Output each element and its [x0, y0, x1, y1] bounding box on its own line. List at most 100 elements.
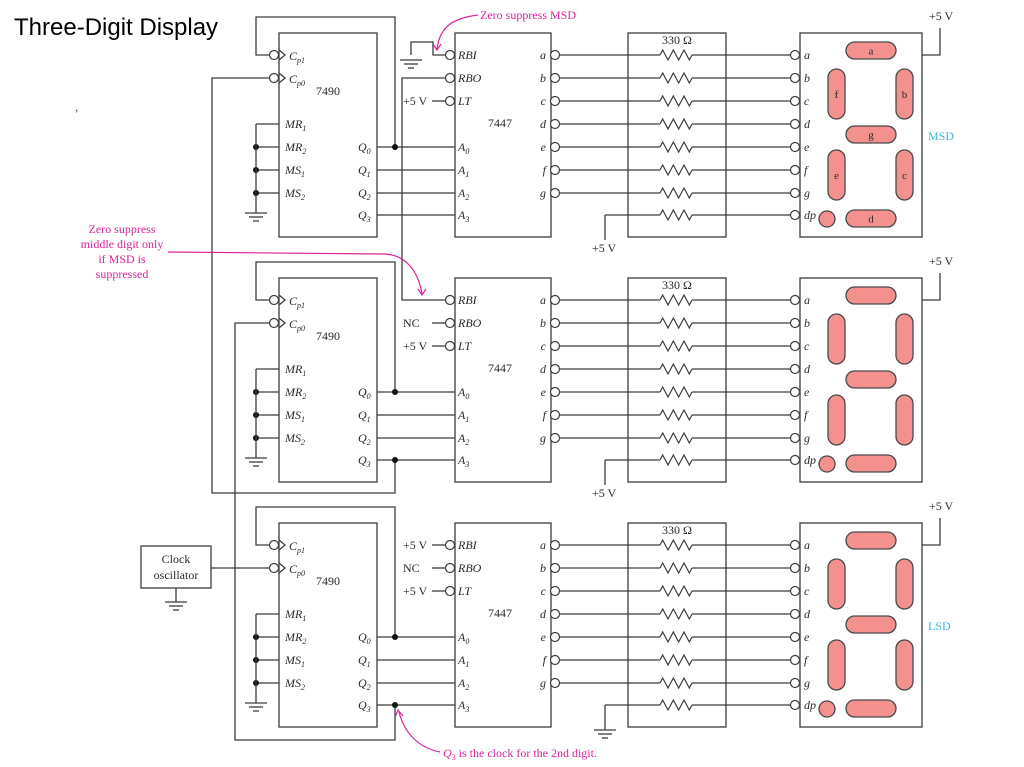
segment-a-shape [845, 286, 897, 305]
annotation-q3-clock: Q3 is the clock for the 2nd digit. [443, 746, 597, 762]
reset-pin-label: MS1 [284, 408, 305, 424]
resistor-zigzag [659, 316, 693, 330]
segment-b: b [895, 68, 914, 120]
display-pin-label: g [804, 186, 810, 200]
supply-label: +5 V [929, 254, 954, 268]
segment-b [895, 313, 914, 365]
inverting-pin-icon [789, 432, 801, 444]
cp0-label: Cp0 [289, 72, 305, 88]
display-pin-label: dp [804, 698, 816, 712]
a-pin-label: A0 [457, 140, 469, 156]
segment-dp [818, 455, 836, 473]
inverting-pin-icon [789, 608, 801, 620]
resistor-zigzag [659, 71, 693, 85]
inverting-pin-icon [549, 164, 561, 176]
control-pin-label-lt: LT [457, 94, 472, 108]
decoder-body [454, 522, 552, 728]
pin-source-label: +5 V [403, 94, 428, 108]
resistor-icon [560, 676, 791, 690]
resistor-zigzag [659, 293, 693, 307]
display-pin-label: c [804, 94, 810, 108]
resistor-zigzag [659, 339, 693, 353]
segment-e [827, 394, 846, 446]
msd-rbi-wire [410, 41, 445, 56]
segment-output-label: f [543, 408, 548, 422]
display-pin-label: e [804, 630, 810, 644]
resistor-zigzag [659, 561, 693, 575]
control-pin-label-rbo: RBO [457, 316, 482, 330]
segment-c-shape [895, 394, 914, 446]
inverting-pin-icon [549, 409, 561, 421]
segment-output-label: g [540, 431, 546, 445]
reset-pin-label: MS1 [284, 163, 305, 179]
segment-f [827, 558, 846, 610]
resistor-icon [560, 71, 791, 85]
control-pin-label-rbo: RBO [457, 561, 482, 575]
clock-label-line1: Clock [162, 552, 191, 566]
supply-wire [922, 28, 941, 56]
segment-a: a [845, 41, 897, 60]
resistor-zigzag [659, 653, 693, 667]
reset-pin-label: MR2 [284, 630, 306, 646]
display-pin-label: a [804, 293, 810, 307]
display-pin-label: f [804, 653, 809, 667]
display-pin-label: c [804, 584, 810, 598]
resistor-network-body [627, 522, 727, 728]
inverting-pin-icon [789, 294, 801, 306]
cp1-feedback-wire [255, 261, 396, 391]
inverting-pin-icon [789, 677, 801, 689]
q-pin-label: Q3 [358, 453, 371, 469]
resistor-zigzag [659, 538, 693, 552]
lsd-q3-to-middle-cp0-wire [234, 322, 396, 741]
segment-dp [818, 210, 836, 228]
resistor-icon [560, 293, 791, 307]
inverting-pin-icon [789, 317, 801, 329]
segment-d-shape [845, 454, 897, 473]
inverting-pin-icon [444, 340, 456, 352]
inverting-pin-icon [549, 562, 561, 574]
a-pin-label: A2 [457, 186, 469, 202]
segment-d [845, 454, 897, 473]
display-pin-label: g [804, 431, 810, 445]
resistor-icon [560, 607, 791, 621]
segment-output-label: c [541, 584, 547, 598]
segment-f-label: f [835, 89, 839, 101]
segment-d-label: d [868, 214, 874, 226]
ground-icon [245, 702, 267, 712]
inverting-pin-icon [789, 95, 801, 107]
segment-output-label: b [540, 316, 546, 330]
segment-output-label: f [543, 163, 548, 177]
segment-output-label: g [540, 186, 546, 200]
q-pin-label: Q1 [358, 653, 371, 669]
inverting-pin-icon [549, 432, 561, 444]
segment-g: g [845, 125, 897, 144]
junction-dot [392, 389, 398, 395]
segment-g [845, 615, 897, 634]
segment-output-label: d [540, 117, 547, 131]
segment-c-label: c [902, 170, 907, 182]
segment-a-shape [845, 531, 897, 550]
pin-source-label: +5 V [403, 538, 428, 552]
a-pin-label: A3 [457, 453, 469, 469]
reset-pin-label: MS2 [284, 186, 305, 202]
resistor-zigzag [659, 431, 693, 445]
inverting-pin-icon [549, 187, 561, 199]
segment-output-label: c [541, 94, 547, 108]
resistor-icon [605, 698, 791, 712]
junction-dot [392, 457, 398, 463]
inverting-pin-icon [789, 386, 801, 398]
a-pin-label: A3 [457, 698, 469, 714]
a-pin-label: A3 [457, 208, 469, 224]
display-pin-label: c [804, 339, 810, 353]
inverting-pin-icon [789, 72, 801, 84]
segment-g-shape [845, 125, 897, 144]
decoder-chip-label: 7447 [488, 361, 512, 375]
supply-label: +5 V [929, 499, 954, 513]
reset-pin-label: MS2 [284, 431, 305, 447]
inverting-pin-icon [444, 562, 456, 574]
a-pin-label: A0 [457, 630, 469, 646]
segment-output-label: a [540, 48, 546, 62]
